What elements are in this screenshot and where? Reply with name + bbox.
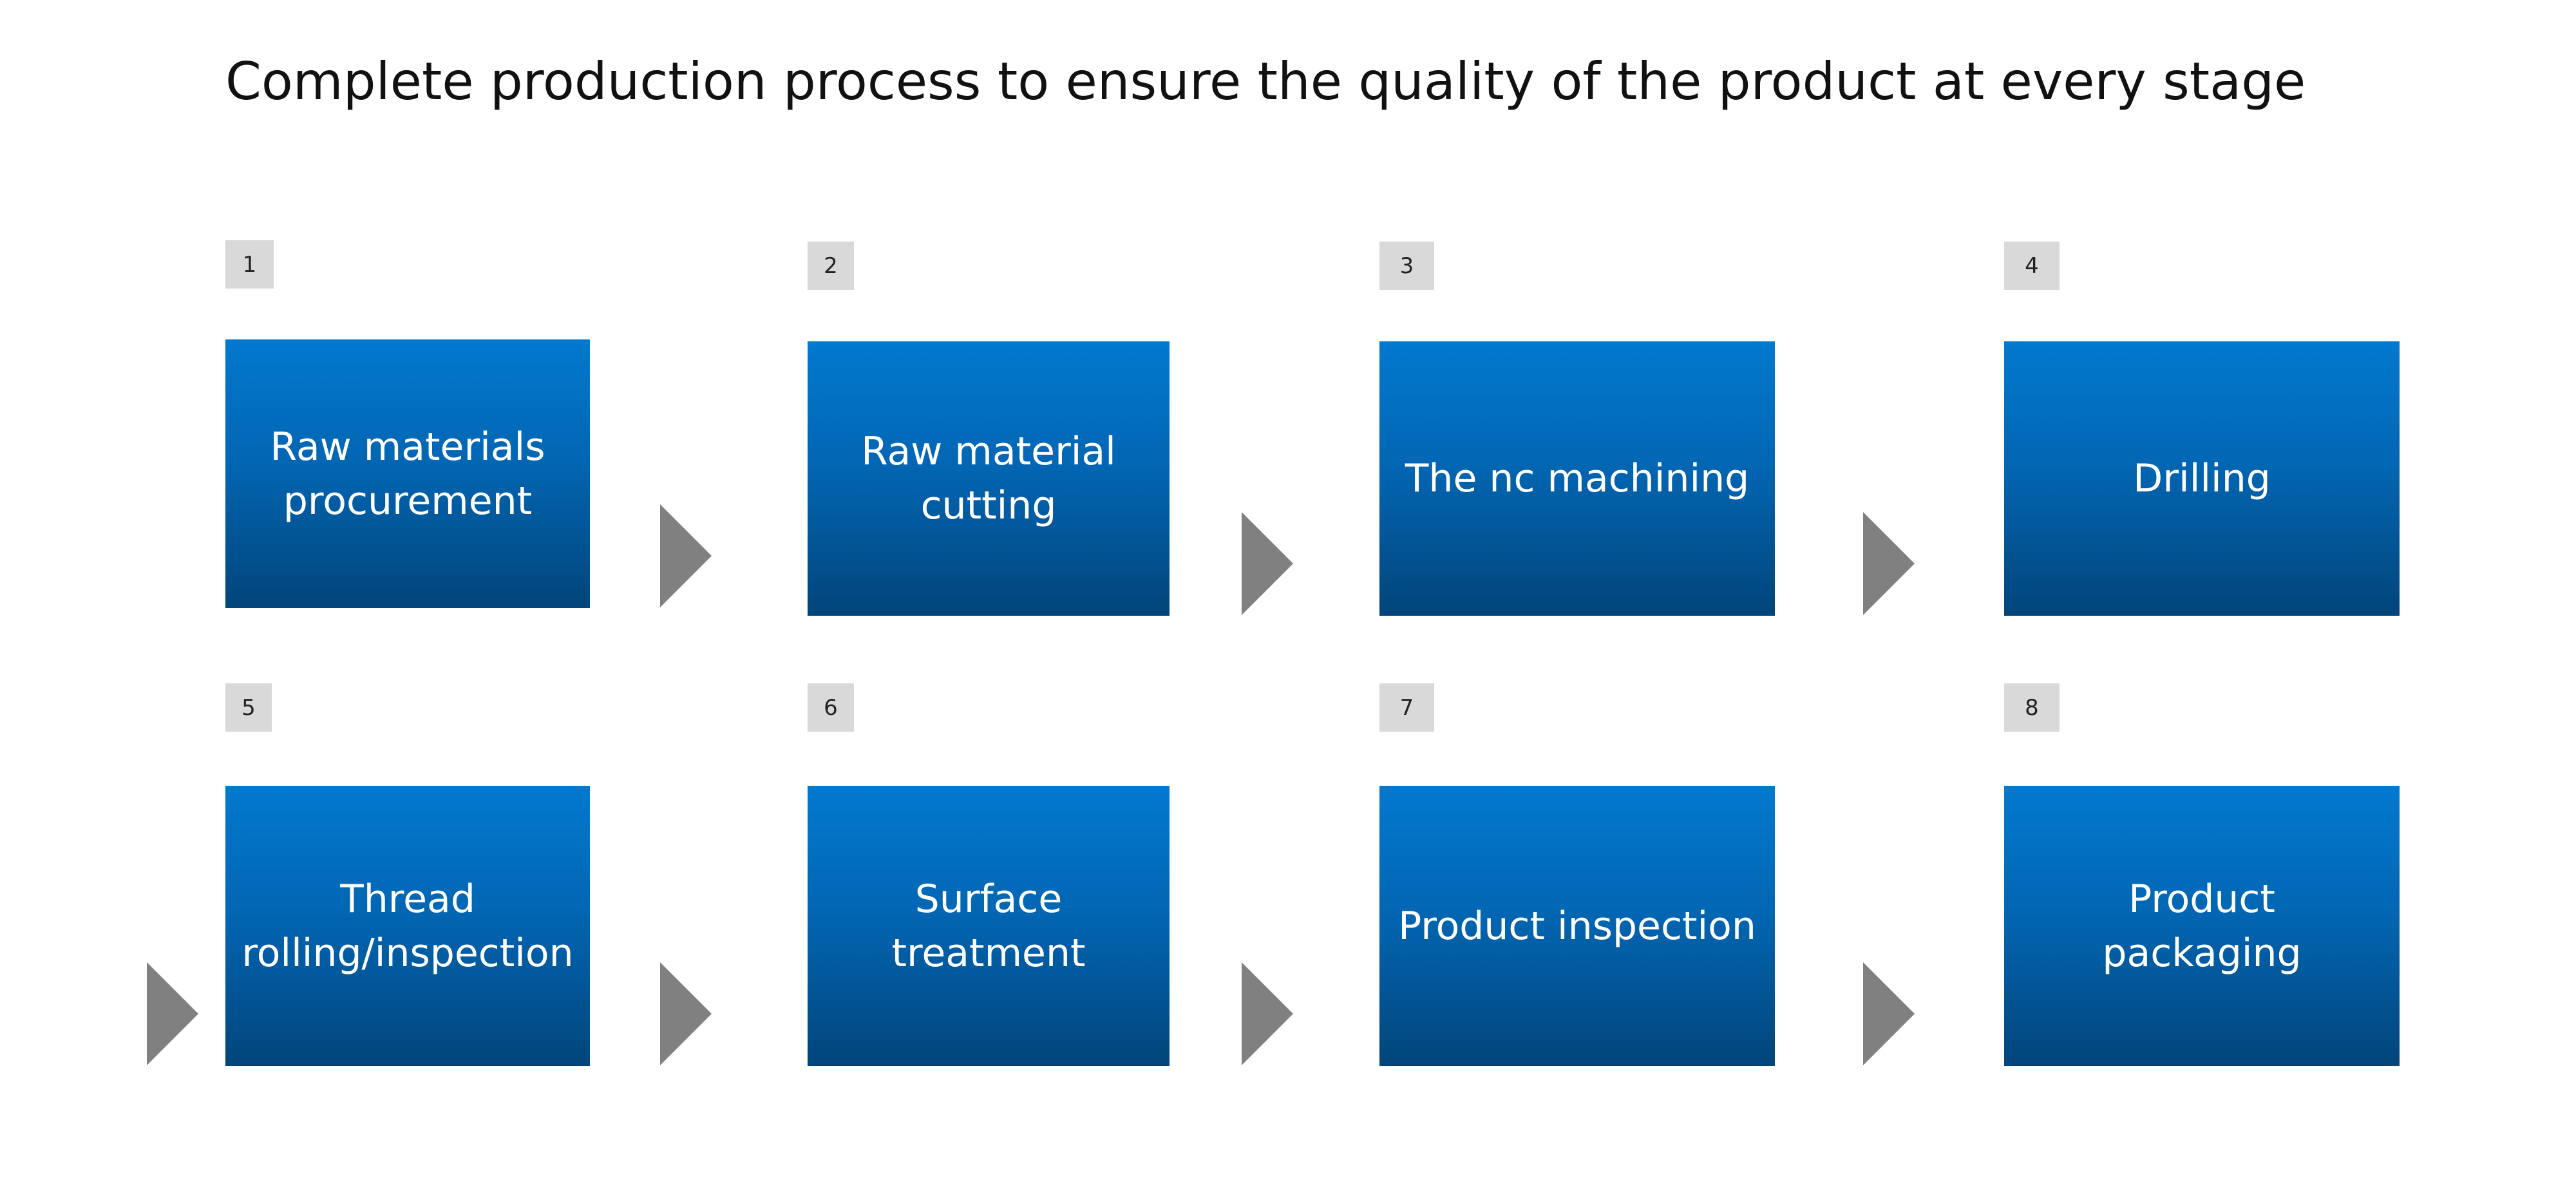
step-7-badge: 7: [1379, 683, 1434, 732]
step-8-badge: 8: [2004, 683, 2060, 732]
page-title: Complete production process to ensure th…: [225, 52, 2306, 111]
step-6-badge: 6: [808, 683, 854, 732]
arrow-right-icon: [147, 962, 198, 1065]
step-7-box: Product inspection: [1379, 786, 1775, 1066]
step-3-box: The nc machining: [1379, 341, 1775, 616]
step-2-badge: 2: [808, 242, 854, 290]
step-5-badge: 5: [225, 683, 272, 732]
step-2-box: Raw material cutting: [808, 341, 1170, 616]
step-8-box: Product packaging: [2004, 786, 2400, 1066]
arrow-right-icon: [1242, 962, 1293, 1065]
step-6-box: Surface treatment: [808, 786, 1170, 1066]
arrow-right-icon: [1863, 512, 1915, 615]
step-1-badge: 1: [225, 240, 274, 289]
arrow-right-icon: [1863, 962, 1915, 1065]
step-4-box: Drilling: [2004, 341, 2400, 616]
step-5-box: Thread rolling/inspection: [225, 786, 590, 1066]
step-1-box: Raw materials procurement: [225, 339, 590, 608]
step-3-badge: 3: [1379, 242, 1434, 290]
arrow-right-icon: [660, 504, 712, 607]
arrow-right-icon: [660, 962, 712, 1065]
step-4-badge: 4: [2004, 242, 2060, 290]
arrow-right-icon: [1242, 512, 1293, 615]
